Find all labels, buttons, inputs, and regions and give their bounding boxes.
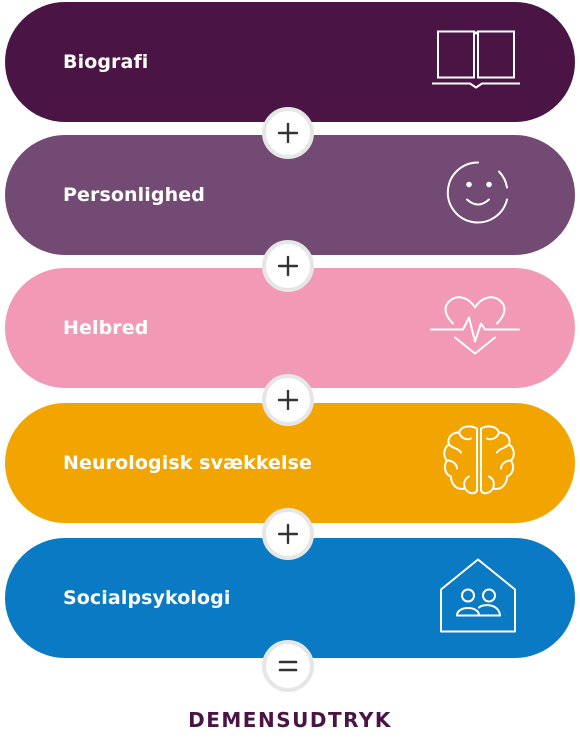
house-people-icon	[437, 556, 519, 641]
row-label-biografi: Biografi	[63, 51, 149, 73]
smiley-face-icon	[443, 158, 513, 233]
row-label-neurologisk-svaekkelse: Neurologisk svækkelse	[63, 452, 313, 474]
equals-operator	[262, 640, 314, 692]
heartbeat-icon	[427, 294, 523, 363]
plus-icon	[277, 523, 299, 545]
row-biografi: Biografi	[5, 2, 575, 122]
plus-operator-3	[262, 374, 314, 426]
plus-icon	[277, 255, 299, 277]
plus-icon	[277, 122, 299, 144]
plus-operator-4	[262, 508, 314, 560]
plus-operator-2	[262, 240, 314, 292]
row-neurologisk-svaekkelse: Neurologisk svækkelse	[5, 403, 575, 523]
row-label-personlighed: Personlighed	[63, 184, 205, 206]
plus-icon	[277, 389, 299, 411]
brain-icon	[437, 423, 521, 504]
plus-operator-1	[262, 107, 314, 159]
row-label-socialpsykologi: Socialpsykologi	[63, 587, 231, 609]
row-label-helbred: Helbred	[63, 317, 149, 339]
result-title: DEMENSUDTRYK	[188, 708, 392, 732]
open-book-icon	[430, 26, 522, 99]
equals-icon	[278, 660, 298, 672]
